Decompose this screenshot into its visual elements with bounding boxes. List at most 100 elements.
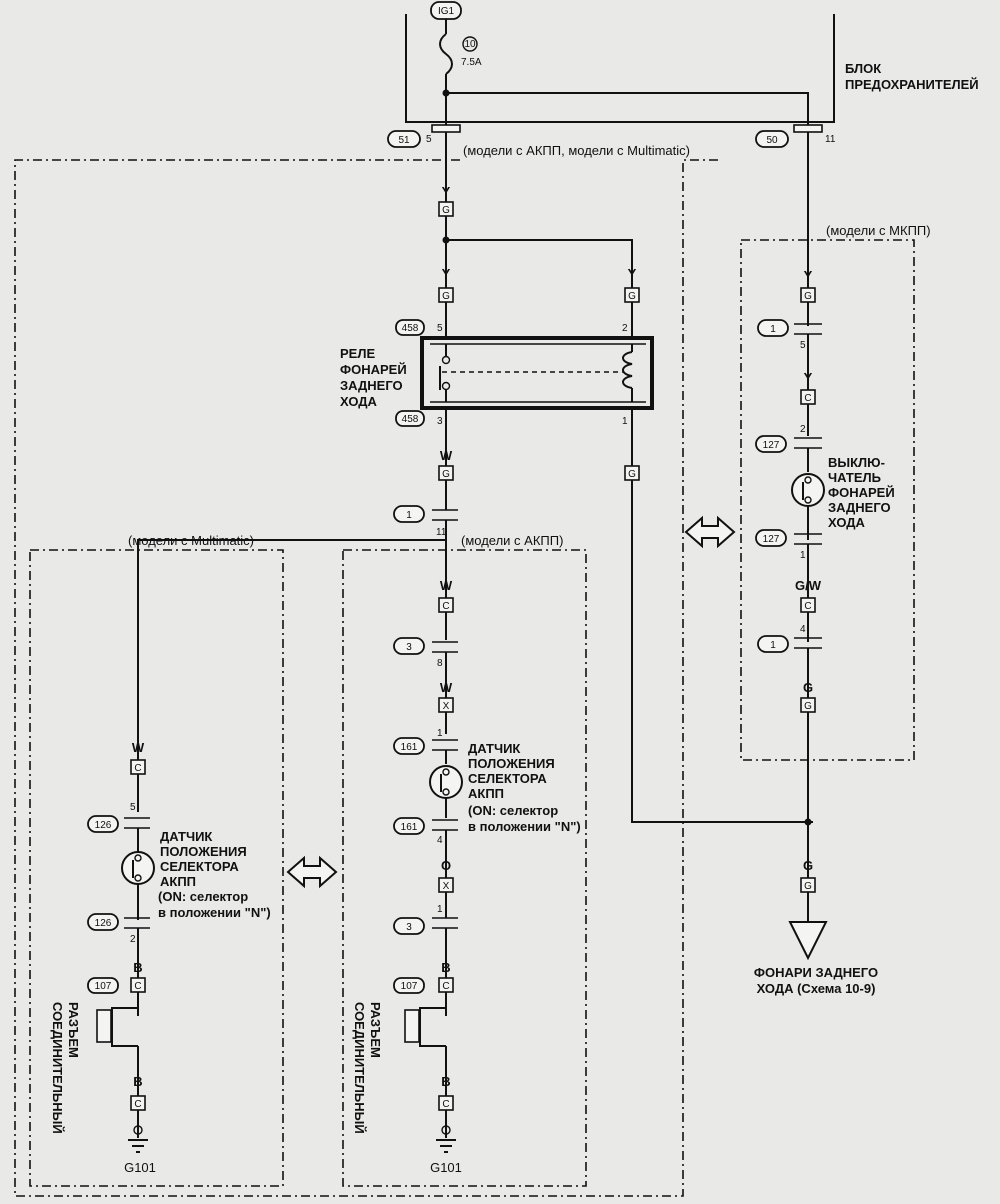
- svg-text:4: 4: [437, 835, 443, 846]
- svg-text:G: G: [628, 291, 636, 302]
- alternative-arrow-icon: [684, 515, 736, 549]
- ground-mm: G101: [124, 1125, 156, 1175]
- svg-text:ДАТЧИК: ДАТЧИК: [160, 829, 212, 844]
- svg-text:161: 161: [401, 822, 418, 833]
- svg-text:126: 126: [95, 918, 112, 929]
- svg-text:G: G: [628, 469, 636, 480]
- svg-text:50: 50: [766, 135, 778, 146]
- svg-text:127: 127: [763, 534, 780, 545]
- svg-text:8: 8: [437, 658, 443, 669]
- code-box-c: C: [438, 597, 454, 613]
- fuse-rating: 7.5A: [461, 57, 482, 68]
- svg-text:2: 2: [800, 424, 806, 435]
- svg-text:ЧАТЕЛЬ: ЧАТЕЛЬ: [828, 470, 881, 485]
- svg-text:C: C: [804, 393, 811, 404]
- svg-text:C: C: [442, 981, 449, 992]
- joint-label-at-2: РАЗЪЕМ: [368, 1002, 383, 1058]
- svg-text:4: 4: [800, 624, 806, 635]
- svg-text:G: G: [803, 858, 813, 873]
- svg-text:B: B: [133, 960, 142, 975]
- svg-text:Y: Y: [442, 184, 451, 199]
- svg-text:C: C: [134, 1099, 141, 1110]
- svg-text:126: 126: [95, 820, 112, 831]
- svg-text:5: 5: [437, 323, 443, 334]
- lamps-label-1: ФОНАРИ ЗАДНЕГО: [754, 965, 878, 980]
- connector-107-b: 107: [393, 977, 425, 994]
- svg-text:W: W: [132, 740, 145, 755]
- mt-box: [740, 239, 915, 761]
- svg-text:C: C: [134, 981, 141, 992]
- svg-text:C: C: [442, 1099, 449, 1110]
- code-box-c: C: [800, 389, 816, 405]
- svg-text:ДАТЧИК: ДАТЧИК: [468, 741, 520, 756]
- svg-text:3: 3: [406, 642, 412, 653]
- code-box-g: G: [624, 287, 640, 303]
- svg-text:ЗАДНЕГО: ЗАДНЕГО: [828, 500, 891, 515]
- svg-text:C: C: [442, 601, 449, 612]
- svg-text:G: G: [442, 469, 450, 480]
- connector-51: 51 5: [387, 124, 461, 148]
- svg-text:1: 1: [770, 640, 776, 651]
- fuse-10: 10 7.5A: [439, 19, 482, 128]
- svg-text:ПОЛОЖЕНИЯ: ПОЛОЖЕНИЯ: [160, 844, 247, 859]
- svg-text:B: B: [133, 1074, 142, 1089]
- svg-text:X: X: [443, 701, 450, 712]
- code-box-c: C: [130, 977, 146, 993]
- code-box-g: G: [800, 287, 816, 303]
- code-box-g: G: [438, 287, 454, 303]
- svg-text:458: 458: [402, 414, 419, 425]
- fuse-block-label-1: БЛОК: [845, 61, 881, 76]
- code-box-x: X: [438, 697, 454, 713]
- mm-box: [29, 549, 284, 1187]
- svg-text:G: G: [803, 680, 813, 695]
- svg-text:107: 107: [95, 981, 112, 992]
- output-arrow-icon: [788, 921, 828, 961]
- svg-text:C: C: [804, 601, 811, 612]
- svg-text:X: X: [443, 881, 450, 892]
- svg-text:127: 127: [763, 440, 780, 451]
- svg-text:B: B: [441, 1074, 450, 1089]
- svg-text:51: 51: [398, 135, 410, 146]
- svg-text:СЕЛЕКТОРА: СЕЛЕКТОРА: [468, 771, 547, 786]
- svg-text:ХОДА: ХОДА: [828, 515, 866, 530]
- svg-text:1: 1: [800, 550, 806, 561]
- svg-text:Y: Y: [804, 268, 813, 283]
- svg-text:в положении "N"): в положении "N"): [158, 905, 271, 920]
- svg-text:G: G: [804, 881, 812, 892]
- svg-text:2: 2: [130, 934, 136, 945]
- mt-backup-switch: 2 127 127 1: [755, 424, 825, 561]
- code-box-c: C: [438, 977, 454, 993]
- code-box-g: G: [800, 877, 816, 893]
- svg-text:161: 161: [401, 742, 418, 753]
- svg-text:Y: Y: [442, 266, 451, 281]
- alternative-arrow-icon: [286, 855, 338, 889]
- connector-1-m1: 1 5: [757, 319, 822, 351]
- relay-label-2: ФОНАРЕЙ: [340, 362, 407, 377]
- svg-text:ВЫКЛЮ-: ВЫКЛЮ-: [828, 455, 885, 470]
- svg-text:3: 3: [406, 922, 412, 933]
- ground-at: G101: [430, 1125, 462, 1175]
- svg-text:W: W: [440, 448, 453, 463]
- svg-text:Y: Y: [804, 370, 813, 385]
- backup-lamp-relay: 458 5 2 458 3 1: [395, 319, 654, 427]
- svg-text:11: 11: [825, 134, 836, 145]
- relay-label-4: ХОДА: [340, 394, 378, 409]
- svg-text:C: C: [134, 763, 141, 774]
- code-box-g: G: [438, 465, 454, 481]
- at-selector-sensor: 161 1 161 4: [393, 728, 463, 846]
- ign-source-badge: IG1: [430, 1, 462, 20]
- code-box-x: X: [438, 877, 454, 893]
- connector-107-a: 107: [87, 977, 119, 994]
- svg-text:5: 5: [426, 134, 432, 145]
- svg-text:АКПП: АКПП: [468, 786, 504, 801]
- svg-text:5: 5: [800, 340, 806, 351]
- code-box-c: C: [800, 597, 816, 613]
- svg-text:458: 458: [402, 323, 419, 334]
- svg-text:G101: G101: [124, 1160, 156, 1175]
- joint-label-at-1: СОЕДИНИТЕЛЬНЫЙ: [352, 1002, 367, 1134]
- svg-text:W: W: [440, 680, 453, 695]
- fuse-block: БЛОК ПРЕДОХРАНИТЕЛЕЙ: [405, 14, 979, 123]
- svg-text:в положении "N"): в положении "N"): [468, 819, 581, 834]
- code-box-c: C: [438, 1095, 454, 1111]
